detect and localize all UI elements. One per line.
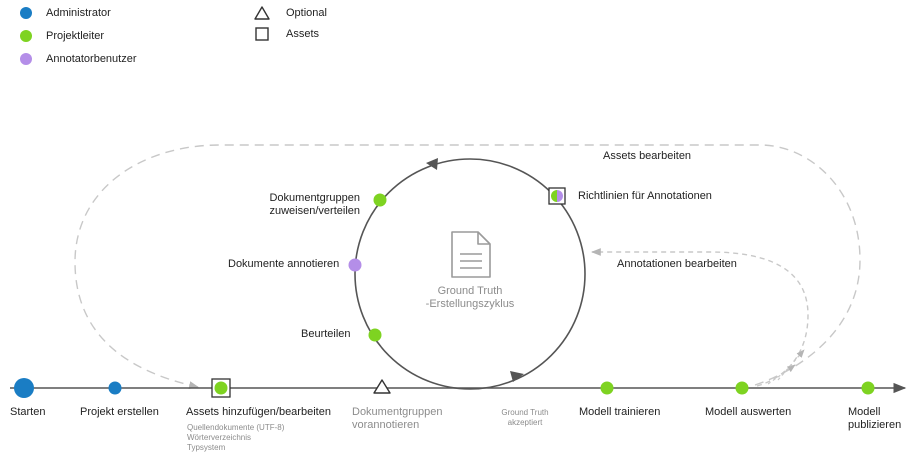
document-icon xyxy=(451,231,491,278)
assets-sublist: Quellendokumente (UTF-8) Wörterverzeichn… xyxy=(187,423,284,453)
zuweisen-label-line1: Dokumentgruppen xyxy=(269,192,360,204)
vorannotieren-label: Dokumentgruppen vorannotieren xyxy=(352,406,443,432)
vorannotieren-label-line1: Dokumentgruppen xyxy=(352,406,443,418)
modell-auswerten-node xyxy=(735,381,749,395)
cycle-title-line1: Ground Truth xyxy=(437,285,503,297)
assets-label: Assets hinzufügen/bearbeiten xyxy=(186,406,331,418)
akzeptiert-line2: akzeptiert xyxy=(507,418,543,427)
legend-triangle-icon xyxy=(254,6,270,20)
legend-assets-label: Assets xyxy=(286,28,320,40)
publizieren-line1: Modell xyxy=(848,406,881,418)
assets-bearbeiten-label: Assets bearbeiten xyxy=(603,150,692,162)
legend-square-icon xyxy=(255,27,269,41)
legend-projektleiter-dot xyxy=(20,30,32,42)
legend-annotator-dot xyxy=(20,53,32,65)
modell-publizieren-label: Modell publizieren xyxy=(848,406,901,432)
vorannotieren-label-line2: vorannotieren xyxy=(352,419,420,431)
legend-annotator-label: Annotatorbenutzer xyxy=(46,53,137,65)
publizieren-line2: publizieren xyxy=(848,419,902,431)
modell-publizieren-node xyxy=(861,381,875,395)
assets-bearbeiten-loop xyxy=(74,144,861,389)
evaluate-arrow-2 xyxy=(777,349,805,381)
annotationen-bearbeiten-loop xyxy=(591,248,809,387)
annotationen-bearbeiten-label: Annotationen bearbeiten xyxy=(617,258,737,270)
assets-node xyxy=(214,381,228,395)
assets-sub-item: Wörterverzeichnis xyxy=(187,433,252,442)
modell-trainieren-node xyxy=(600,381,614,395)
zuweisen-label: Dokumentgruppen zuweisen/verteilen xyxy=(230,192,360,218)
cycle-arrow-bottom xyxy=(510,371,524,382)
assets-sub-item: Typsystem xyxy=(187,443,226,452)
projekt-erstellen-label: Projekt erstellen xyxy=(80,406,159,418)
assets-sub-item: Quellendokumente (UTF-8) xyxy=(187,423,285,432)
richtlinien-label: Richtlinien für Annotationen xyxy=(578,190,712,202)
legend-projektleiter-label: Projektleiter xyxy=(46,30,105,42)
richtlinien-node-purple xyxy=(557,190,563,202)
cycle-arrow-top xyxy=(426,158,438,170)
legend-administrator-dot xyxy=(20,7,32,19)
modell-auswerten-label: Modell auswerten xyxy=(705,406,792,418)
beurteilen-label: Beurteilen xyxy=(301,328,351,340)
richtlinien-node-green xyxy=(551,190,557,202)
cycle-title-line2: -Erstellungszyklus xyxy=(425,298,515,310)
starten-node xyxy=(14,378,34,398)
modell-trainieren-label: Modell trainieren xyxy=(579,406,661,418)
zuweisen-label-line2: zuweisen/verteilen xyxy=(269,205,361,217)
starten-label: Starten xyxy=(10,406,46,418)
cycle-title: Ground Truth -Erstellungszyklus xyxy=(410,285,530,311)
ground-truth-akzeptiert-label: Ground Truth akzeptiert xyxy=(490,408,560,428)
annotieren-node xyxy=(348,258,362,272)
annotieren-label: Dokumente annotieren xyxy=(228,258,340,270)
vorannotieren-triangle-icon xyxy=(373,379,391,394)
ground-truth-cycle xyxy=(354,158,586,390)
legend-administrator-label: Administrator xyxy=(46,7,111,19)
zuweisen-node xyxy=(373,193,387,207)
beurteilen-node xyxy=(368,328,382,342)
legend-optional-label: Optional xyxy=(286,7,327,19)
akzeptiert-line1: Ground Truth xyxy=(501,408,549,417)
projekt-erstellen-node xyxy=(108,381,122,395)
